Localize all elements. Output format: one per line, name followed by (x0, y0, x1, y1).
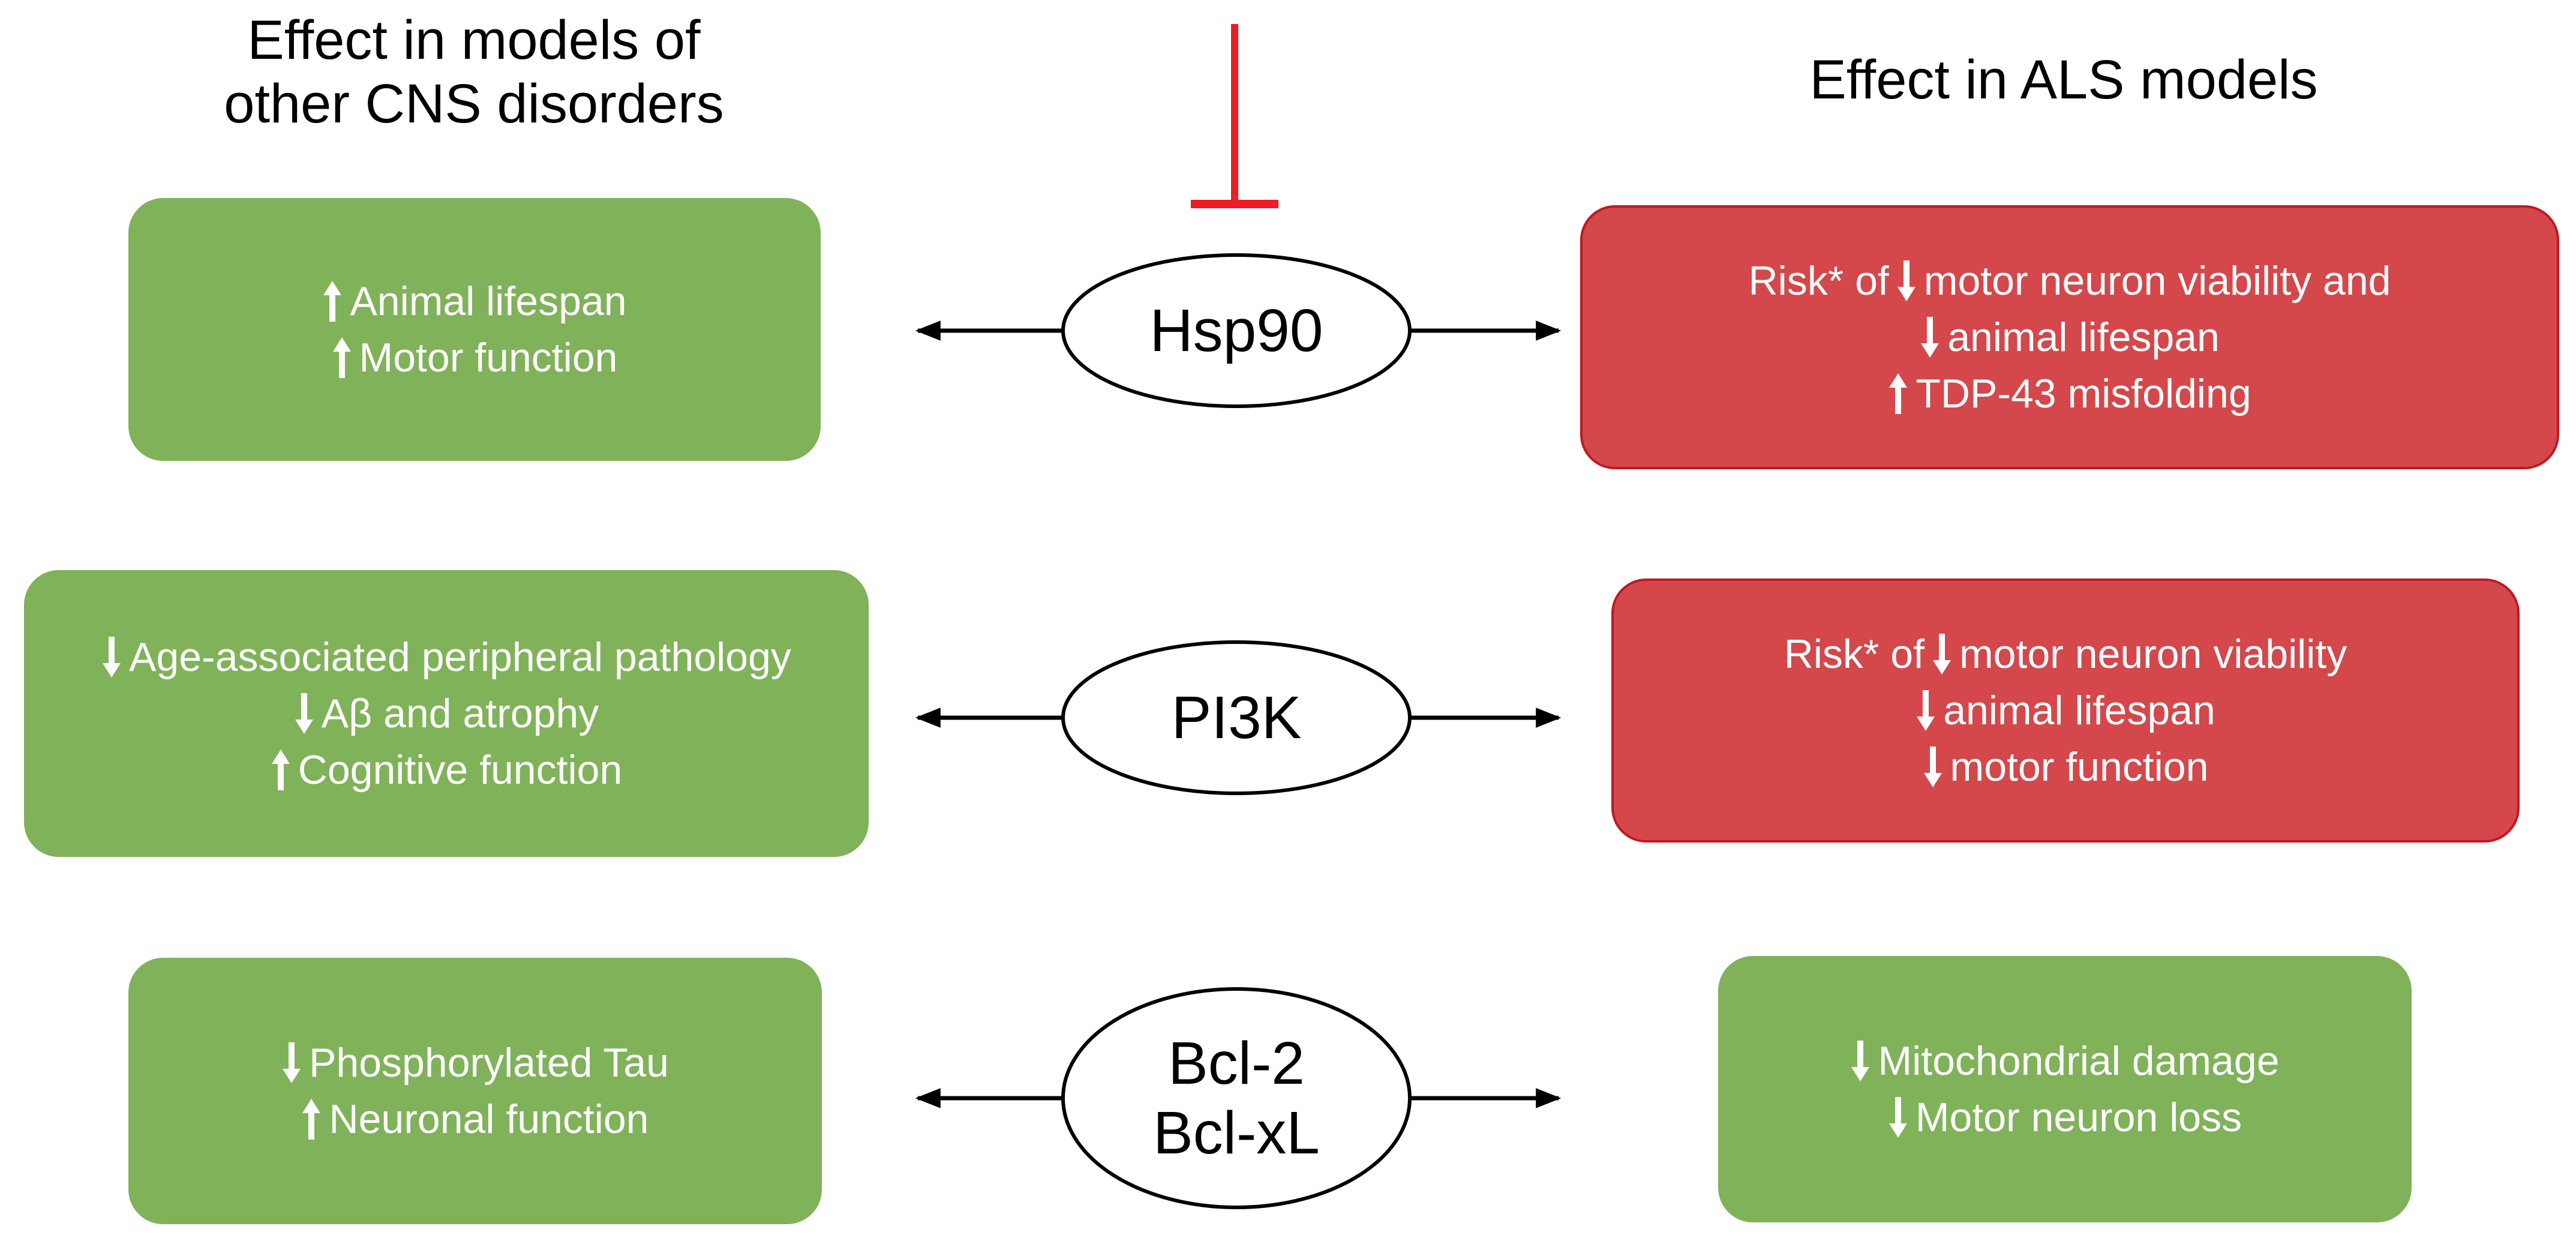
arrow-down-icon (101, 636, 122, 679)
arrow-up-icon (301, 1098, 322, 1141)
arrow-down-icon (294, 692, 314, 735)
effect-text: Neuronal function (329, 1096, 649, 1142)
effect-line: animal lifespan (1916, 682, 2215, 739)
arrow-down-icon (1916, 689, 1936, 732)
node-hsp90-oval (1061, 253, 1412, 408)
arrow-up-icon (332, 336, 352, 379)
heading-left-line1: Effect in models of (247, 10, 701, 71)
effect-text: Motor neuron loss (1915, 1095, 2242, 1140)
effect-line: Animal lifespan (322, 273, 627, 329)
effect-text: motor neuron viability (1959, 631, 2347, 677)
effect-text: Motor function (359, 335, 618, 380)
arrow-down-icon (1923, 745, 1943, 789)
heading-als-models: Effect in ALS models (1704, 48, 2424, 112)
effect-box-pi3k-other-cns: Age-associated peripheral pathology Aβ an… (24, 570, 869, 857)
effect-line: Aβ and atrophy (294, 685, 599, 742)
node-pi3k-oval (1061, 640, 1412, 795)
effect-line: Risk* of motor neuron viability and (1749, 253, 2391, 309)
effect-line: Motor neuron loss (1888, 1089, 2242, 1146)
node-bcl2-label: Bcl-2 (1168, 1030, 1305, 1097)
node-pi3k-label: PI3K (1171, 684, 1302, 751)
effect-text: Mitochondrial damage (1878, 1038, 2280, 1084)
effect-line: Risk* of motor neuron viability (1784, 626, 2347, 682)
effect-text: motor function (1950, 744, 2209, 790)
heading-right-line: Effect in ALS models (1809, 49, 2318, 110)
effect-line: Age-associated peripheral pathology (101, 629, 791, 685)
heading-other-cns-disorders: Effect in models of other CNS disorders (108, 8, 840, 136)
effect-text: TDP-43 misfolding (1916, 371, 2251, 416)
effect-line: Mitochondrial damage (1850, 1033, 2280, 1089)
arrow-down-icon (281, 1041, 302, 1084)
effect-line: Cognitive function (271, 742, 623, 798)
effect-line: Motor function (332, 329, 618, 386)
arrow-down-icon (1920, 316, 1940, 359)
node-bcl-oval (1061, 987, 1412, 1209)
arrow-down-icon (1896, 259, 1917, 302)
node-bcl: Bcl-2 Bcl-xL (1080, 1014, 1393, 1182)
node-bclxl-label: Bcl-xL (1153, 1099, 1320, 1167)
node-hsp90-label: Hsp90 (1149, 297, 1323, 364)
effect-text: Animal lifespan (350, 278, 627, 324)
node-pi3k: PI3K (1080, 670, 1393, 766)
effect-text: Age-associated peripheral pathology (129, 634, 791, 680)
effect-box-hsp90-als: Risk* of motor neuron viability and animal… (1580, 205, 2559, 469)
effect-text: Aβ and atrophy (321, 691, 599, 736)
arrow-down-icon (1932, 633, 1952, 676)
arrow-up-icon (322, 280, 343, 323)
inhibition-symbol (1191, 24, 1278, 208)
effect-line: Neuronal function (301, 1091, 649, 1147)
heading-left-line2: other CNS disorders (224, 73, 724, 134)
effect-text: Phosphorylated Tau (309, 1040, 669, 1086)
arrow-up-icon (271, 748, 291, 792)
arrow-down-icon (1850, 1039, 1871, 1083)
effect-text: animal lifespan (1947, 314, 2220, 360)
effect-line: animal lifespan (1920, 309, 2220, 365)
effect-text: animal lifespan (1943, 688, 2215, 733)
effect-line: TDP-43 misfolding (1888, 365, 2251, 422)
effect-text: motor neuron viability and (1923, 258, 2391, 304)
node-hsp90: Hsp90 (1080, 283, 1393, 379)
effect-line: motor function (1923, 739, 2209, 795)
effect-prefix: Risk* of (1748, 258, 1889, 304)
effect-prefix: Risk* of (1784, 631, 1925, 677)
arrow-down-icon (1888, 1096, 1908, 1139)
arrow-up-icon (1888, 372, 1908, 415)
effect-text: Cognitive function (298, 747, 623, 793)
effect-line: Phosphorylated Tau (281, 1035, 669, 1091)
effect-box-pi3k-als: Risk* of motor neuron viability animal lif… (1611, 578, 2520, 843)
